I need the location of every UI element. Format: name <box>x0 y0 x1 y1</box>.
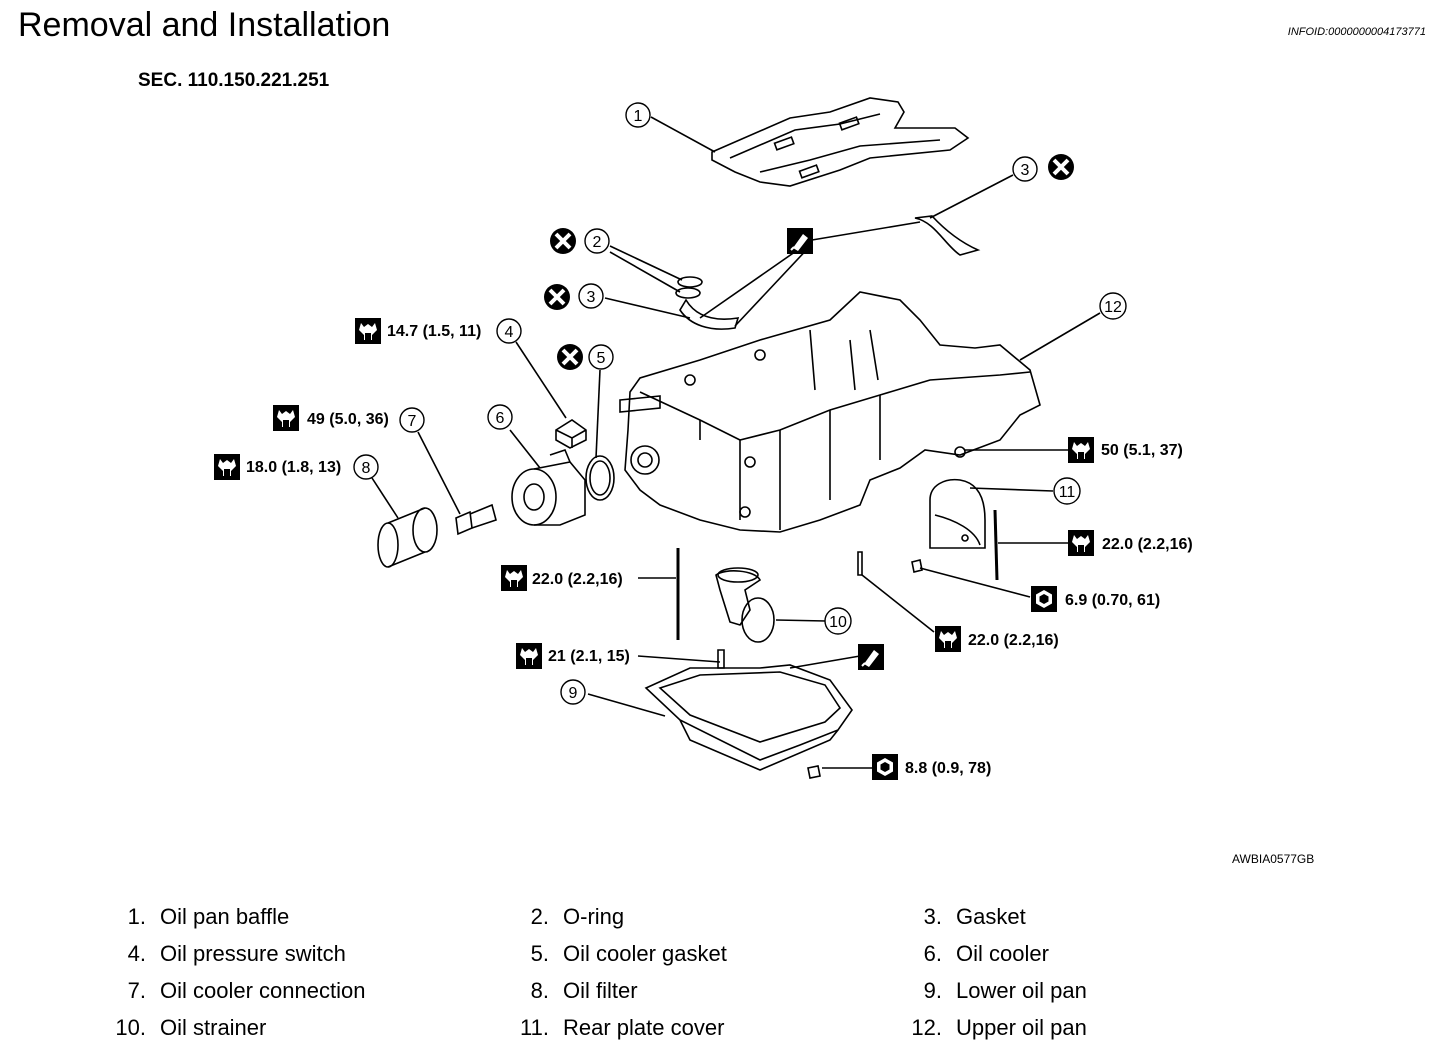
torque-wrench-icon <box>355 318 381 344</box>
rear-plate-cover-shape <box>929 478 986 549</box>
do-not-reuse-icon <box>555 342 585 372</box>
oil-pressure-switch-shape <box>555 419 587 449</box>
svg-text:22.0 (2.2,16): 22.0 (2.2,16) <box>1102 536 1193 553</box>
svg-text:10: 10 <box>829 614 847 631</box>
oil-strainer-shape <box>715 567 775 643</box>
section-number: SEC. 110.150.221.251 <box>138 70 330 91</box>
torque-spec-strainer-bolt: 22.0 (2.2,16) <box>501 565 623 591</box>
o-ring-lower-shape <box>675 287 701 299</box>
page-title: Removal and Installation <box>18 6 391 44</box>
callout-10: 10 <box>824 607 852 635</box>
do-not-reuse-icon <box>1046 152 1076 182</box>
svg-text:9: 9 <box>569 685 578 702</box>
oil-filter-shape <box>377 507 438 568</box>
torque-wrench-icon <box>935 626 961 652</box>
svg-text:3: 3 <box>1021 162 1030 179</box>
long-bolt-shape <box>993 509 999 581</box>
oil-cooler-connection-shape <box>455 503 497 536</box>
exploded-parts-diagram: 1 2 3 3 4 5 6 7 8 9 10 11 12 14.7 (1.5, … <box>214 97 1193 780</box>
do-not-reuse-icon <box>542 282 572 312</box>
callout-3-right: 3 <box>1012 156 1038 182</box>
svg-text:22.0 (2.2,16): 22.0 (2.2,16) <box>532 571 623 588</box>
svg-text:8: 8 <box>362 460 371 477</box>
upper-oil-pan-shape <box>619 291 1041 533</box>
svg-text:12: 12 <box>1104 299 1122 316</box>
svg-text:11: 11 <box>1059 484 1076 501</box>
callout-3-left: 3 <box>578 283 604 309</box>
callout-1: 1 <box>625 102 651 128</box>
torque-socket-icon <box>1031 586 1057 612</box>
sealant-icon <box>857 643 885 671</box>
torque-spec-7: 49 (5.0, 36) <box>273 405 389 431</box>
sealant-icon <box>786 227 814 255</box>
svg-text:21 (2.1, 15): 21 (2.1, 15) <box>548 648 630 665</box>
svg-text:6: 6 <box>496 410 505 427</box>
svg-text:18.0 (1.8, 13): 18.0 (1.8, 13) <box>246 459 341 476</box>
svg-text:5: 5 <box>597 350 606 367</box>
torque-wrench-icon <box>273 405 299 431</box>
figure-id: AWBIA0577GB <box>1232 852 1315 866</box>
torque-socket-icon <box>872 754 898 780</box>
svg-text:50 (5.1, 37): 50 (5.1, 37) <box>1101 442 1183 459</box>
svg-text:6.9 (0.70, 61): 6.9 (0.70, 61) <box>1065 592 1160 609</box>
do-not-reuse-icon <box>548 226 578 256</box>
callout-4: 4 <box>496 318 522 344</box>
svg-text:2: 2 <box>593 234 602 251</box>
gasket-left-shape <box>679 298 740 330</box>
torque-wrench-icon <box>501 565 527 591</box>
svg-text:3: 3 <box>587 289 596 306</box>
torque-spec-cover-bolt: 6.9 (0.70, 61) <box>1031 586 1160 612</box>
oil-cooler-shape <box>511 449 586 526</box>
callout-2: 2 <box>584 228 610 254</box>
torque-spec-strainer-stud: 21 (2.1, 15) <box>516 643 630 669</box>
torque-spec-8: 18.0 (1.8, 13) <box>214 454 341 480</box>
torque-wrench-icon <box>214 454 240 480</box>
torque-spec-pan-bolt: 22.0 (2.2,16) <box>935 626 1059 652</box>
svg-text:1: 1 <box>634 108 643 125</box>
svg-text:14.7 (1.5, 11): 14.7 (1.5, 11) <box>387 323 481 340</box>
callout-5: 5 <box>588 344 614 370</box>
callout-11: 11 <box>1053 477 1081 505</box>
svg-text:8.8 (0.9, 78): 8.8 (0.9, 78) <box>905 760 991 777</box>
torque-spec-12: 50 (5.1, 37) <box>1068 437 1183 463</box>
callout-7: 7 <box>399 407 425 433</box>
callout-12: 12 <box>1099 292 1127 320</box>
svg-text:22.0 (2.2,16): 22.0 (2.2,16) <box>968 632 1059 649</box>
info-id: INFOID:0000000004173771 <box>1287 26 1426 38</box>
svg-text:49 (5.0, 36): 49 (5.0, 36) <box>307 411 389 428</box>
svg-text:7: 7 <box>408 413 417 430</box>
torque-spec-4: 14.7 (1.5, 11) <box>355 318 481 344</box>
lower-oil-pan-shape <box>644 664 853 771</box>
torque-spec-lower-pan: 8.8 (0.9, 78) <box>872 754 991 780</box>
o-ring-upper-shape <box>677 276 703 288</box>
callout-9: 9 <box>560 679 586 705</box>
oil-cooler-gasket-shape <box>585 455 615 501</box>
torque-spec-rear-bolt: 22.0 (2.2,16) <box>1068 530 1193 556</box>
torque-wrench-icon <box>1068 437 1094 463</box>
callout-6: 6 <box>487 404 513 430</box>
torque-wrench-icon <box>1068 530 1094 556</box>
torque-wrench-icon <box>516 643 542 669</box>
svg-text:4: 4 <box>505 324 514 341</box>
gasket-right-shape <box>914 215 981 256</box>
oil-pan-baffle-shape <box>711 97 970 187</box>
callout-8: 8 <box>353 454 379 480</box>
